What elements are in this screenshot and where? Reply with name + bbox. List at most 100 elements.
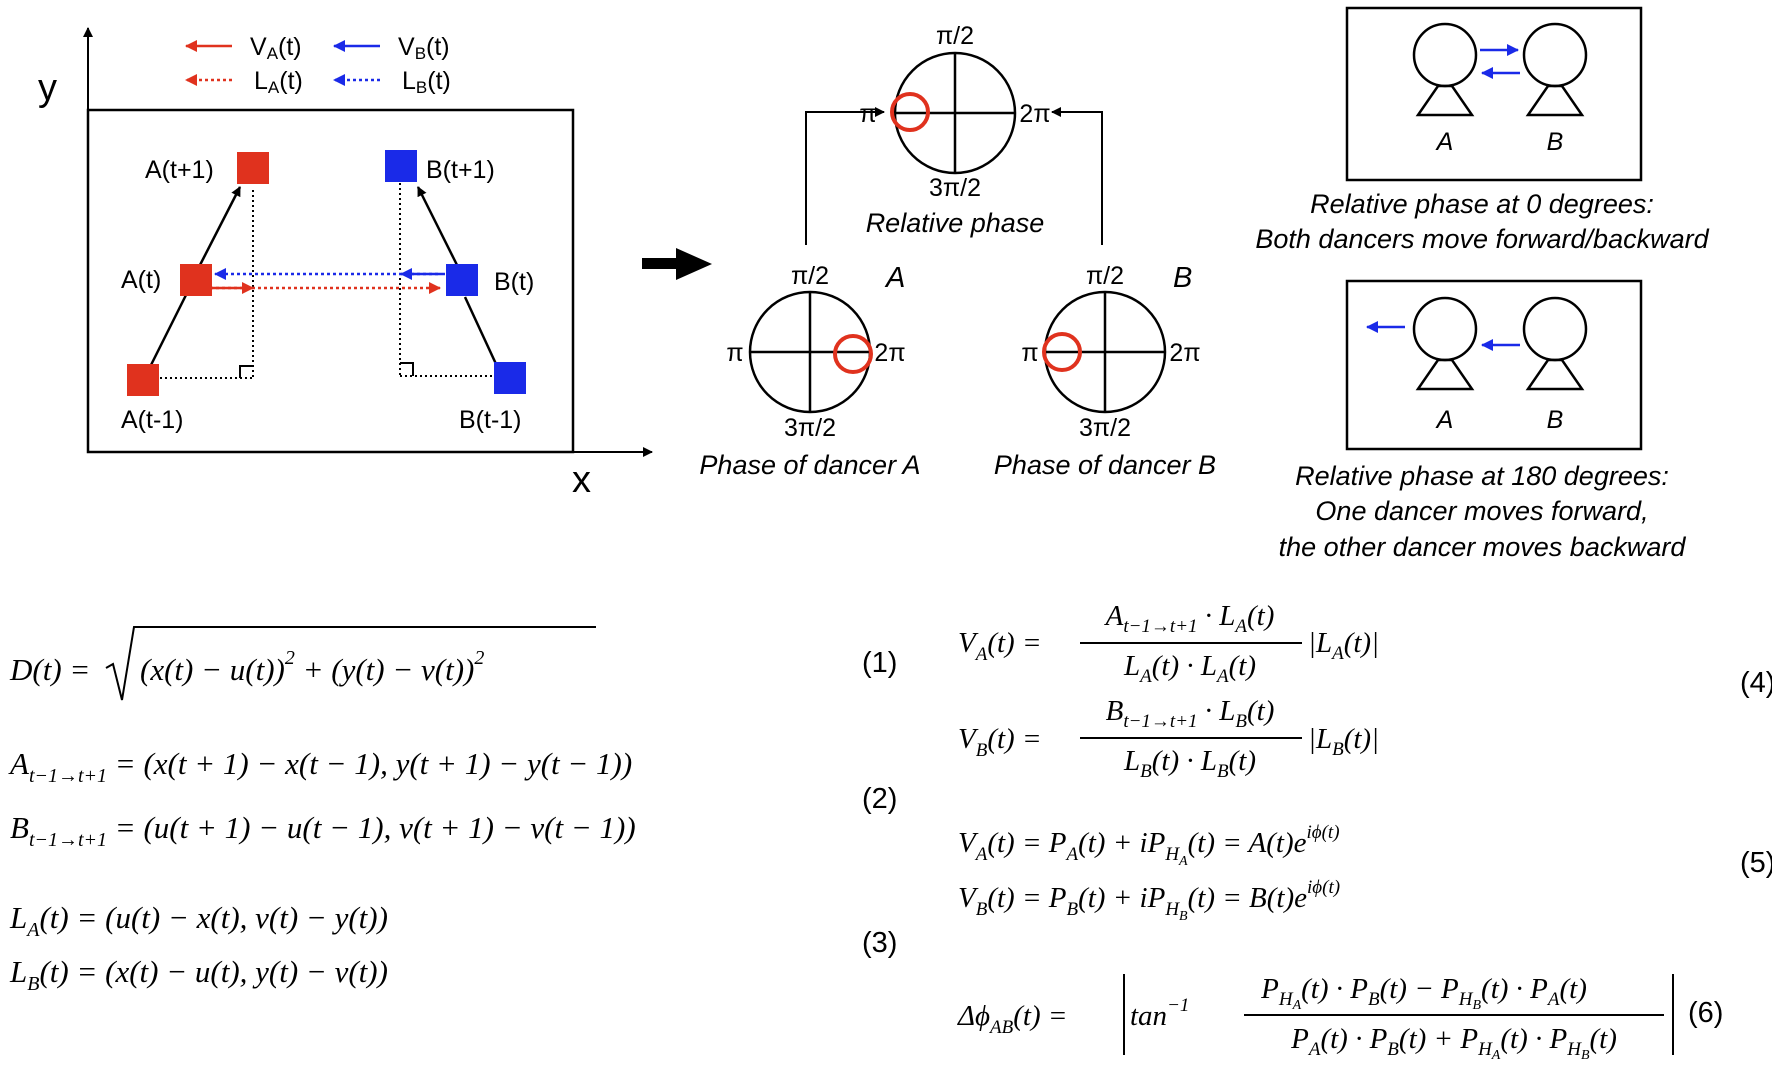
b-label-half-pi: π/2 [1086,262,1124,290]
arena-rect [86,108,575,454]
svg-text:VA(t) =: VA(t) = [958,627,1042,665]
svg-text:LB(t) · LB(t): LB(t) · LB(t) [1123,745,1256,782]
dancer-b-letter: B [1173,262,1192,294]
dancer-b-caption: Phase of dancer B [994,450,1216,480]
legend-lb-label: LB(t) [402,67,451,97]
equation-1: D(t) = (x(t) − u(t))2 + (y(t) − v(t))2 [9,626,596,701]
svg-text:|LA(t)|: |LA(t)| [1308,627,1379,664]
svg-text:VA(t) = PA(t) + iPHA(t) = A(t): VA(t) = PA(t) + iPHA(t) = A(t)eiϕ(t) [958,822,1340,869]
equation-3: LA(t) = (u(t) − x(t), v(t) − y(t)) LB(t)… [9,900,388,995]
label-a-prev: A(t-1) [121,406,184,434]
eq-number-4: (4) [1740,667,1772,699]
relative-phase-diagram: π/2 π 2π 3π/2 Relative phase [859,22,1050,238]
svg-text:VB(t) = PB(t) + iPHB(t) = B(t): VB(t) = PB(t) + iPHB(t) = B(t)eiϕ(t) [958,877,1340,924]
y-axis-label: y [38,67,57,109]
legend: VA(t) VB(t) LA(t) LB(t) [185,33,451,97]
connector-b-to-relative [1051,107,1103,245]
label-a-now: A(t) [121,266,161,294]
svg-text:At−1→t+1 · LA(t): At−1→t+1 · LA(t) [1104,600,1275,637]
panel-zero-frame [1345,6,1643,182]
label-b-prev: B(t-1) [459,406,522,434]
eq-number-2: (2) [862,783,897,815]
legend-va-label: VA(t) [250,33,302,63]
b-label-three-half-pi: 3π/2 [1079,414,1131,442]
relative-phase-marker [890,92,930,132]
point-a-next [237,152,269,184]
a-trajectory-upper [198,186,242,266]
eq-number-5: (5) [1740,847,1772,879]
svg-text:Bt−1→t+1 · LB(t): Bt−1→t+1 · LB(t) [1106,695,1275,732]
panel-180-caption-2: One dancer moves forward, [1315,496,1648,526]
a-label-two-pi: 2π [874,339,905,367]
equation-4: VA(t) = At−1→t+1 · LA(t) LA(t) · LA(t) |… [958,600,1379,782]
a-right-angle [239,365,253,378]
relative-phase-caption: Relative phase [866,208,1045,238]
legend-la-label: LA(t) [254,67,303,97]
a-label-three-half-pi: 3π/2 [784,414,836,442]
legend-vb-label: VB(t) [398,33,450,63]
rel-label-pi: π [859,100,876,128]
rel-label-three-half-pi: 3π/2 [929,174,981,202]
x-axis-label: x [572,459,591,501]
svg-text:ΔϕAB(t) =: ΔϕAB(t) = [957,1000,1067,1038]
svg-text:|LB(t)|: |LB(t)| [1308,723,1379,760]
dancer-a-phase-marker [833,334,873,374]
point-a-now [180,264,212,296]
rel-label-half-pi: π/2 [936,22,974,50]
dancer-a-body [1415,84,1475,117]
equation-2: At−1→t+1 = (x(t + 1) − x(t − 1), y(t + 1… [8,746,636,851]
panel-zero-label-a: A [1435,128,1454,156]
dancer-a-body [1415,358,1475,391]
dancer-a-head [1412,296,1478,362]
transition-arrow [642,248,712,280]
eq-number-3: (3) [862,927,897,959]
dancer-b-head [1522,296,1588,362]
point-b-prev [494,362,526,394]
point-b-next [385,150,417,182]
equation-5: VA(t) = PA(t) + iPHA(t) = A(t)eiϕ(t) VB(… [958,822,1340,924]
svg-text:PHA(t) · PB(t) − PHB(t) · PA(t: PHA(t) · PB(t) − PHB(t) · PA(t) [1260,973,1587,1013]
panel-180-frame [1345,279,1643,451]
point-a-prev [127,364,159,396]
dancer-b-body [1525,358,1585,391]
svg-text:PA(t) · PB(t) + PHA(t) · PHB(t: PA(t) · PB(t) + PHA(t) · PHB(t) [1290,1023,1617,1061]
equations-left: D(t) = (x(t) − u(t))2 + (y(t) − v(t))2 A… [8,626,897,995]
eq-number-6: (6) [1688,997,1723,1029]
svg-text:D(t) =: D(t) = [9,652,90,687]
dancer-a-phase-diagram: π/2 π 2π 3π/2 A Phase of dancer A [699,262,920,480]
panel-180-caption-3: the other dancer moves backward [1279,532,1687,562]
eq-number-1: (1) [862,647,897,679]
panel-180-label-b: B [1547,406,1564,434]
label-a-next: A(t+1) [145,156,214,184]
svg-text:LB(t) = (x(t) − u(t), y(t) − v: LB(t) = (x(t) − u(t), y(t) − v(t)) [9,954,388,995]
sqrt-sign [105,626,596,701]
dancer-a-letter: A [884,262,905,294]
dancer-a-head [1412,22,1478,88]
svg-text:LA(t) = (u(t) − x(t), v(t) − y: LA(t) = (u(t) − x(t), v(t) − y(t)) [9,900,388,941]
panel-180-label-a: A [1435,406,1454,434]
svg-text:At−1→t+1 = (x(t + 1) − x(t − 1: At−1→t+1 = (x(t + 1) − x(t − 1), y(t + 1… [8,746,632,787]
a-label-half-pi: π/2 [791,262,829,290]
a-label-pi: π [726,339,743,367]
dancer-b-body [1525,84,1585,117]
svg-text:VB(t) =: VB(t) = [958,723,1042,761]
equations-right: VA(t) = At−1→t+1 · LA(t) LA(t) · LA(t) |… [957,600,1772,1063]
panel-zero-degrees: A B [1345,6,1643,182]
dancer-b-head [1522,22,1588,88]
connector-a-to-relative [805,107,885,245]
dancer-a-caption: Phase of dancer A [699,450,920,480]
svg-text:tan−1: tan−1 [1130,995,1189,1032]
panel-zero-label-b: B [1547,128,1564,156]
b-trajectory-lower [463,296,498,365]
b-label-pi: π [1021,339,1038,367]
panel-180-caption-1: Relative phase at 180 degrees: [1295,461,1669,491]
point-b-now [446,264,478,296]
b-right-angle [400,362,414,376]
label-b-next: B(t+1) [426,156,495,184]
svg-text:LA(t) · LA(t): LA(t) · LA(t) [1123,650,1256,687]
rel-label-two-pi: 2π [1019,100,1050,128]
dancer-b-phase-marker [1042,332,1082,372]
panel-zero-caption-2: Both dancers move forward/backward [1255,224,1709,254]
equation-6: ΔϕAB(t) = tan−1 PHA(t) · PB(t) − PHB(t) … [957,973,1674,1063]
panel-zero-caption-1: Relative phase at 0 degrees: [1310,189,1654,219]
